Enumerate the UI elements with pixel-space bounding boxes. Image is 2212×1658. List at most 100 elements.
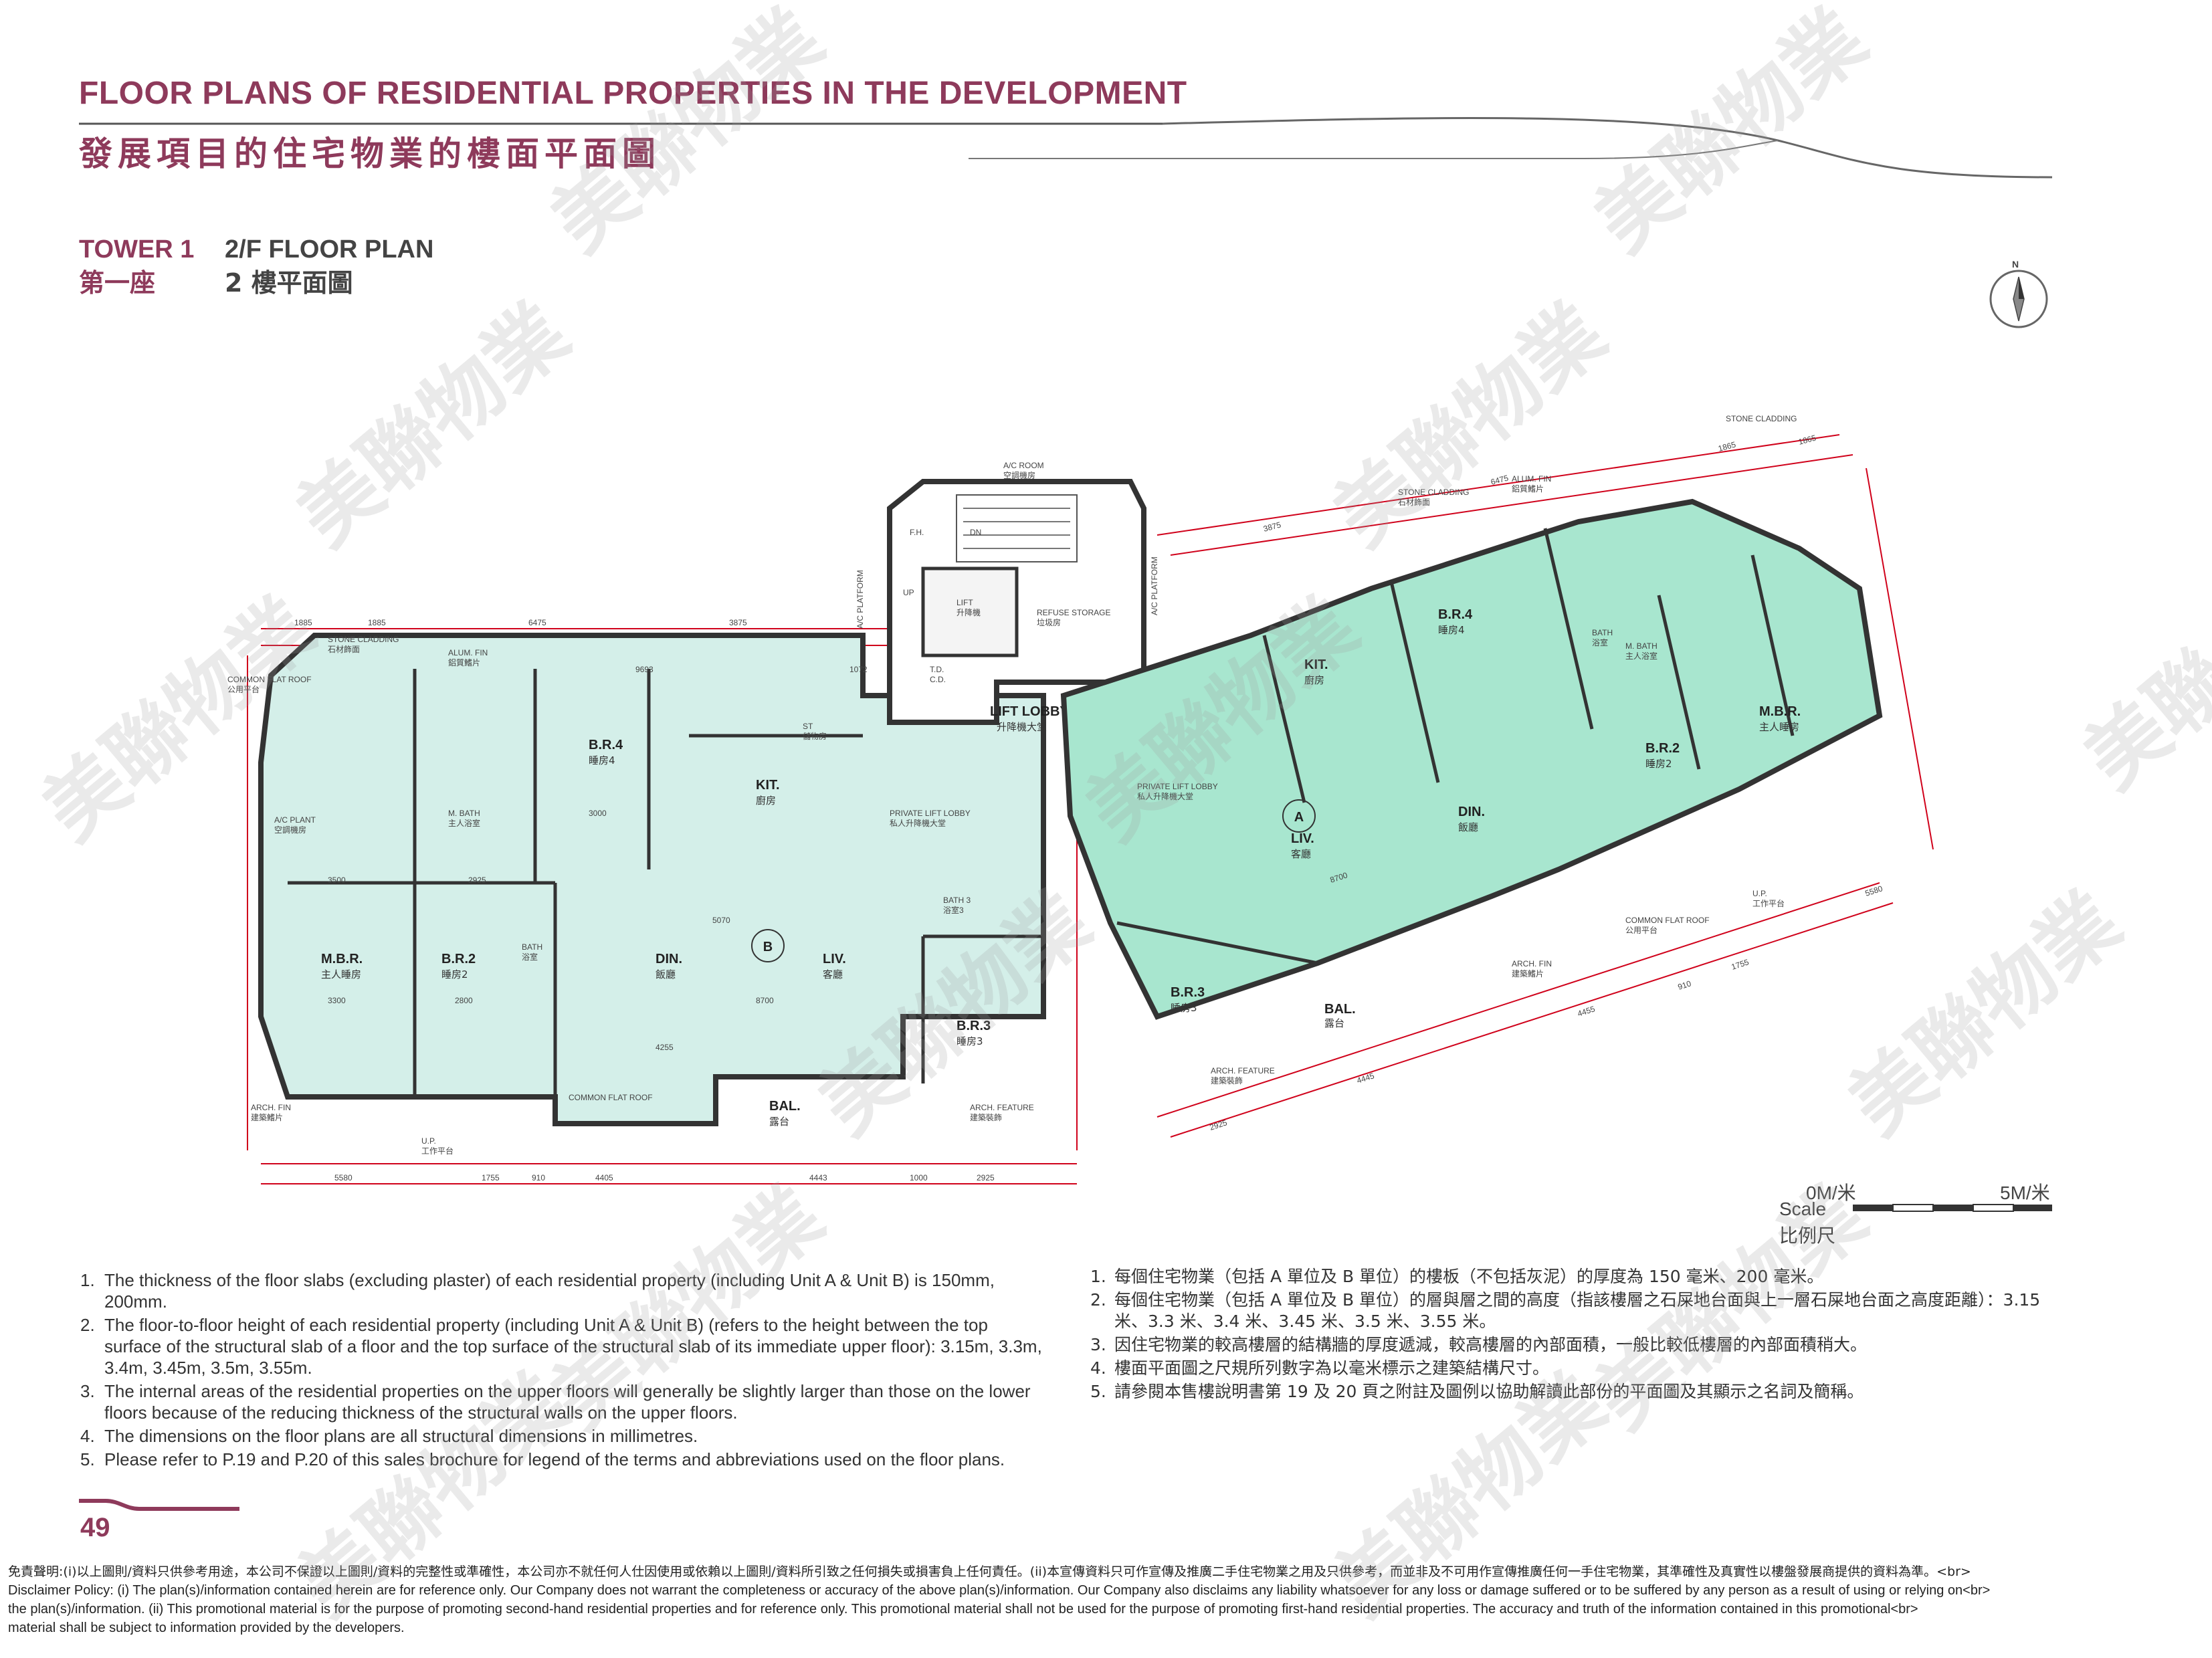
- core-lift-lobby: LIFT LOBBY: [990, 704, 1069, 719]
- unit-a-din: DIN.: [1458, 805, 1485, 819]
- unit-b-kit: KIT.: [756, 778, 780, 793]
- unit-b-label: B: [763, 940, 773, 954]
- unit-b-br4: B.R.4: [589, 738, 623, 752]
- note-en-4: 4.The dimensions on the floor plans are …: [80, 1425, 1043, 1447]
- unit-a-br3-zh: 睡房3: [1171, 1002, 1197, 1014]
- unit-b-common-flat-roof-zh: 公用平台: [227, 684, 260, 694]
- scale-left-label: 0M/米: [1806, 1182, 1856, 1203]
- unit-a-label: A: [1294, 810, 1304, 825]
- unit-a-din-zh: 飯廳: [1458, 821, 1478, 833]
- unit-b-common-flat-roof: COMMON FLAT ROOF: [227, 675, 312, 684]
- core-ac-platform-left: A/C PLATFORM: [856, 570, 865, 629]
- disclaimer-en-3: material shall be subject to information…: [8, 1621, 405, 1635]
- core-lift-lobby-zh: 升降機大堂: [997, 721, 1047, 733]
- note-zh-3-text: 因住宅物業的較高樓層的結構牆的厚度遞減，較高樓層的內部面積，一般比較低樓層的內部…: [1114, 1335, 1868, 1354]
- dim-b-inner-2: 2925: [468, 875, 486, 885]
- core: A/C ROOM 空調機房 LIFT 升降機 LIFT LOBBY 升降機大堂 …: [856, 461, 1159, 733]
- unit-b-st-zh: 儲物房: [803, 731, 827, 741]
- unit-b-arch-fin-zh: 建築鰭片: [251, 1112, 283, 1122]
- unit-a-arch-fin-zh: 建築鰭片: [1512, 968, 1544, 978]
- note-zh-4-text: 樓面平面圖之尺規所列數字為以毫米標示之建築結構尺寸。: [1114, 1358, 1550, 1378]
- unit-b-bal-zh: 露台: [769, 1116, 789, 1128]
- unit-b-br2-zh: 睡房2: [441, 968, 468, 980]
- unit-a-br4: B.R.4: [1438, 607, 1473, 622]
- floor-label-en: 2/F FLOOR PLAN: [225, 235, 434, 264]
- scale-label-en: Scale: [1779, 1199, 1827, 1219]
- unit-b: B M.B.R. 主人睡房 B.R.2 睡房2 B.R.4 睡房4 KIT. 廚…: [227, 618, 1046, 1182]
- dim-b-top-3: 6475: [528, 618, 546, 627]
- unit-a-kit-zh: 廚房: [1304, 674, 1324, 686]
- disclaimer: 免責聲明:(i)以上圖則/資料只供參考用途，本公司不保證以上圖則/資料的完整性或…: [8, 1562, 2202, 1637]
- page-number: 49: [80, 1513, 110, 1542]
- unit-a-br3: B.R.3: [1171, 985, 1205, 1000]
- unit-a-alum-fin-zh: 鋁質鰭片: [1512, 484, 1544, 494]
- note-zh-5-text: 請參閱本售樓說明書第 19 及 20 頁之附註及圖例以協助解讀此部份的平面圖及其…: [1114, 1382, 1864, 1401]
- floor-plan: B M.B.R. 主人睡房 B.R.2 睡房2 B.R.4 睡房4 KIT. 廚…: [227, 415, 1934, 1184]
- note-en-5-text: Please refer to P.19 and P.20 of this sa…: [104, 1449, 1005, 1469]
- dim-b-top-1: 1885: [294, 618, 312, 627]
- unit-a-bath: BATH: [1592, 628, 1613, 637]
- unit-b-bath: BATH: [522, 942, 542, 952]
- unit-b-bath3-zh: 浴室3: [943, 905, 964, 915]
- dim-a-9: 1755: [1730, 957, 1750, 972]
- core-ac-room: A/C ROOM: [1003, 461, 1044, 470]
- core-dn: DN: [970, 528, 981, 537]
- page-title-zh: 發展項目的住宅物業的樓面平面圖: [79, 134, 661, 173]
- notes-en: 1.The thickness of the floor slabs (excl…: [80, 1269, 1043, 1472]
- unit-a-common-flat-roof: COMMON FLAT ROOF: [1625, 916, 1710, 925]
- dim-a-1: 3875: [1262, 520, 1282, 534]
- note-zh-4: 4.樓面平面圖之尺規所列數字為以毫米標示之建築結構尺寸。: [1090, 1358, 2067, 1379]
- note-zh-5: 5.請參閱本售樓說明書第 19 及 20 頁之附註及圖例以協助解讀此部份的平面圖…: [1090, 1381, 2067, 1403]
- dim-b-bottom-2: 1755: [482, 1173, 500, 1182]
- dim-b-top-2: 1885: [368, 618, 386, 627]
- dim-b-inner-9: 9693: [635, 665, 653, 674]
- dim-b-inner-10: 1072: [849, 665, 868, 674]
- disclaimer-en-2: the plan(s)/information. (ii) This promo…: [8, 1602, 1918, 1617]
- unit-a-br4-zh: 睡房4: [1438, 624, 1465, 636]
- unit-a-common-flat-roof-zh: 公用平台: [1625, 925, 1657, 935]
- dim-b-bottom-3: 910: [532, 1173, 545, 1182]
- unit-b-m-bath-zh: 主人浴室: [448, 818, 480, 828]
- tower-label-en: TOWER 1: [79, 235, 195, 264]
- core-ac-room-zh: 空調機房: [1003, 470, 1035, 480]
- floor-label-zh: 2 樓平面圖: [225, 268, 353, 298]
- note-en-3-text: The internal areas of the residential pr…: [104, 1381, 1031, 1423]
- unit-b-ac-plant: A/C PLANT: [274, 815, 316, 825]
- unit-a-br2: B.R.2: [1645, 741, 1680, 756]
- unit-a-m-bath: M. BATH: [1625, 641, 1657, 651]
- unit-a-br2-zh: 睡房2: [1645, 758, 1672, 770]
- core-lift-zh: 升降機: [957, 607, 981, 617]
- note-zh-2-text: 每個住宅物業（包括 A 單位及 B 單位）的層與層之間的高度（指該樓層之石屎地台…: [1114, 1290, 2041, 1331]
- dim-a-6: 4445: [1356, 1071, 1376, 1085]
- unit-b-stone-cladding: STONE CLADDING: [328, 635, 399, 644]
- unit-b-private-lift-lobby-zh: 私人升降機大堂: [890, 818, 946, 828]
- compass: [1985, 262, 2052, 336]
- unit-a-arch-feature-zh: 建築裝飾: [1211, 1075, 1243, 1085]
- dim-b-bottom-7: 2925: [977, 1173, 995, 1182]
- unit-a-stone-cladding: STONE CLADDING: [1398, 488, 1469, 497]
- unit-b-arch-fin: ARCH. FIN: [251, 1103, 291, 1112]
- unit-b-mbr-zh: 主人睡房: [321, 968, 361, 980]
- dim-b-bottom-1: 5580: [334, 1173, 353, 1182]
- unit-a-stone-cladding-2: STONE CLADDING: [1726, 415, 1797, 423]
- unit-b-st: ST: [803, 722, 813, 731]
- watermark-logo: 美聯: [2067, 632, 2212, 807]
- dim-b-inner-6: 4255: [656, 1043, 674, 1052]
- dim-b-top-4: 3875: [729, 618, 747, 627]
- unit-b-kit-zh: 廚房: [756, 795, 776, 807]
- core-up: UP: [903, 588, 914, 597]
- unit-b-alum-fin: ALUM. FIN: [448, 648, 488, 657]
- note-zh-3: 3.因住宅物業的較高樓層的結構牆的厚度遞減，較高樓層的內部面積，一般比較低樓層的…: [1090, 1334, 2067, 1356]
- note-en-1: 1.The thickness of the floor slabs (excl…: [80, 1269, 1043, 1312]
- unit-a-mbr-zh: 主人睡房: [1759, 721, 1799, 733]
- unit-a-private-lift-lobby-zh: 私人升降機大堂: [1137, 791, 1193, 801]
- dim-a-11: 5580: [1864, 884, 1884, 898]
- unit-b-ac-plant-zh: 空調機房: [274, 825, 306, 835]
- unit-b-br2: B.R.2: [441, 952, 476, 966]
- unit-b-up-platform: U.P.: [421, 1136, 436, 1146]
- note-zh-1-text: 每個住宅物業（包括 A 單位及 B 單位）的樓板（不包括灰泥）的厚度為 150 …: [1114, 1267, 1824, 1286]
- core-refuse-storage: REFUSE STORAGE: [1037, 608, 1110, 617]
- note-zh-2: 2.每個住宅物業（包括 A 單位及 B 單位）的層與層之間的高度（指該樓層之石屎…: [1090, 1289, 2067, 1332]
- dim-b-inner-5: 5070: [712, 916, 730, 925]
- unit-a-private-lift-lobby: PRIVATE LIFT LOBBY: [1137, 782, 1218, 791]
